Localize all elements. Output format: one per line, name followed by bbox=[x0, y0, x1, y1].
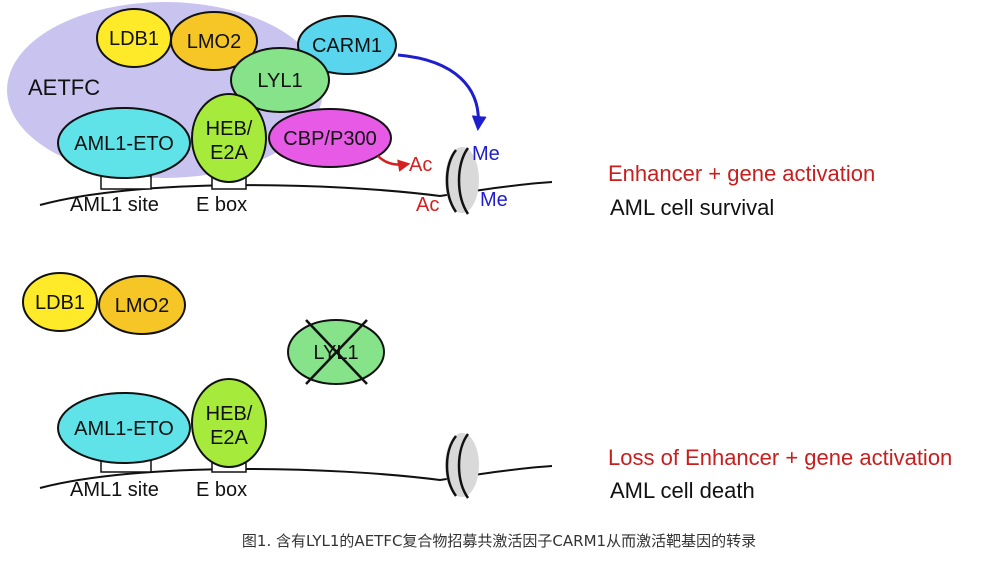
heb-e2a-protein bbox=[191, 93, 267, 183]
carm1-label: CARM1 bbox=[312, 35, 382, 57]
aml1-site-label-bottom: AML1 site bbox=[70, 479, 159, 501]
heb-label-bottom: HEB/ bbox=[206, 403, 253, 425]
lyl1-protein bbox=[230, 47, 330, 113]
ldb1-label-free: LDB1 bbox=[35, 292, 85, 314]
lyl1-cross-line-2 bbox=[305, 319, 368, 385]
e-box-label-top: E box bbox=[196, 194, 247, 216]
outcome-survival: AML cell survival bbox=[610, 195, 774, 220]
lmo2-label: LMO2 bbox=[187, 31, 241, 53]
nucleosome-top bbox=[445, 147, 479, 213]
ac-mark-bottom: Ac bbox=[416, 194, 439, 216]
lmo2-protein bbox=[170, 11, 258, 71]
carm1-protein bbox=[297, 15, 397, 75]
ac-mark-top: Ac bbox=[409, 154, 432, 176]
figure-caption: 图1. 含有LYL1的AETFC复合物招募共激活因子CARM1从而激活靶基因的转… bbox=[241, 532, 757, 550]
heb-label: HEB/ bbox=[206, 118, 253, 140]
aml1-eto-label: AML1-ETO bbox=[74, 133, 174, 155]
nucleosome-bottom-wrap-2 bbox=[457, 433, 470, 499]
top-panel: AETFC LDB1 LMO2 CARM1 LYL1 AML1-ETO HEB/… bbox=[7, 2, 875, 220]
acetylation-arrow bbox=[377, 155, 411, 172]
outcome-activation: Enhancer + gene activation bbox=[608, 161, 875, 186]
outcome-loss: Loss of Enhancer + gene activation bbox=[608, 445, 952, 470]
heb-e2a-protein-bottom bbox=[191, 378, 267, 468]
ldb1-label: LDB1 bbox=[109, 28, 159, 50]
aml1-site-label-top: AML1 site bbox=[70, 194, 159, 216]
e-box-label-bottom: E box bbox=[196, 479, 247, 501]
dna-strand-top bbox=[39, 181, 553, 206]
lmo2-protein-free bbox=[98, 275, 186, 335]
aml1-eto-protein-bottom bbox=[57, 392, 191, 464]
lmo2-label-free: LMO2 bbox=[115, 295, 169, 317]
me-mark-top: Me bbox=[472, 143, 500, 165]
nucleosome-bottom-wrap-1 bbox=[445, 435, 458, 497]
methylation-arrow bbox=[397, 53, 487, 131]
dna-strand-bottom bbox=[39, 465, 553, 489]
nucleosome-bottom bbox=[445, 433, 479, 497]
me-mark-bottom: Me bbox=[480, 189, 508, 211]
e2a-label: E2A bbox=[210, 142, 248, 164]
e2a-label-bottom: E2A bbox=[210, 427, 248, 449]
lyl1-label: LYL1 bbox=[257, 70, 302, 92]
aetfc-label: AETFC bbox=[28, 75, 100, 100]
aml1-eto-protein bbox=[57, 107, 191, 179]
aml1-eto-label-bottom: AML1-ETO bbox=[74, 418, 174, 440]
nucleosome-top-wrap-2 bbox=[457, 147, 470, 215]
bottom-panel: LDB1 LMO2 LYL1 AML1-ETO HEB/ E2A AML1 si… bbox=[22, 272, 952, 503]
cbp-p300-label: CBP/P300 bbox=[283, 128, 376, 150]
cbp-p300-protein bbox=[268, 108, 392, 168]
nucleosome-top-wrap-1 bbox=[445, 149, 458, 213]
outcome-death: AML cell death bbox=[610, 478, 755, 503]
ldb1-protein-free bbox=[22, 272, 98, 332]
